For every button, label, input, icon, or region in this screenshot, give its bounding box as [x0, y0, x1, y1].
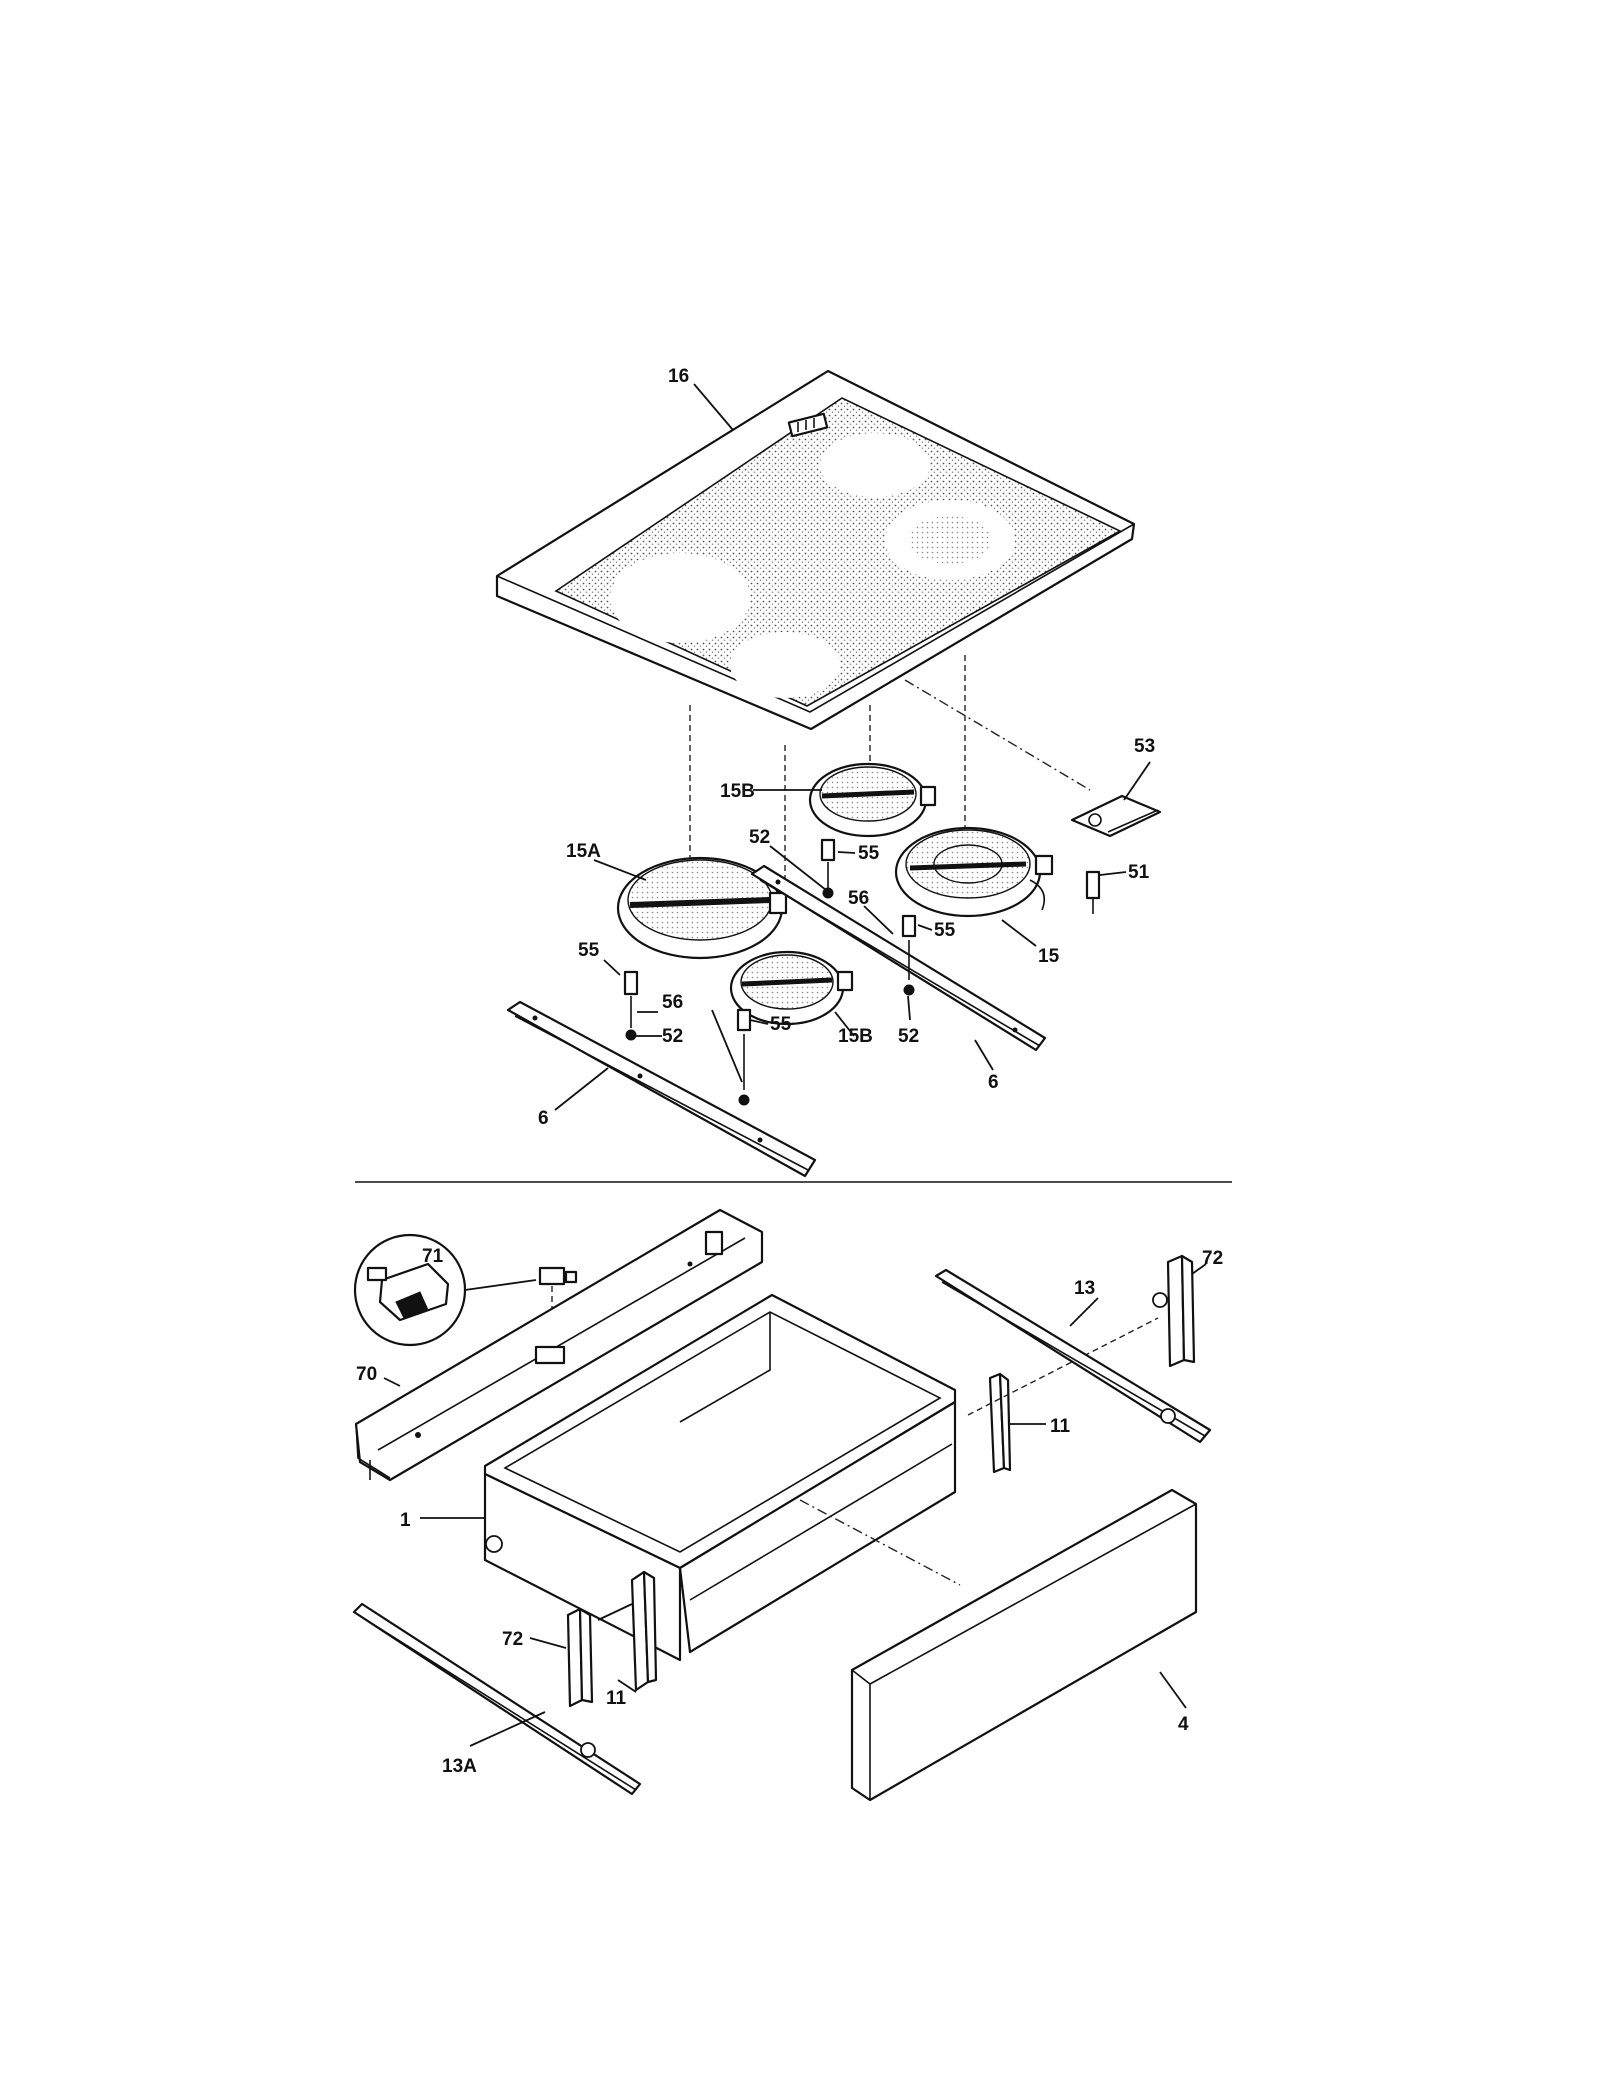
- callout-4: 4: [1178, 1714, 1189, 1735]
- slide-bracket-72-left: [566, 1607, 594, 1708]
- callout-13A: 13A: [442, 1756, 477, 1777]
- element-bracket-6-right: [750, 864, 1047, 1052]
- callout-52-right: 52: [898, 1026, 919, 1047]
- callout-11-right: 11: [1050, 1416, 1071, 1437]
- callout-56-left: 56: [662, 992, 683, 1013]
- callout-15B-top: 15B: [720, 781, 755, 802]
- radiant-element-15B-top: [808, 762, 937, 838]
- detail-inset-71: [353, 1233, 537, 1347]
- callout-15: 15: [1038, 946, 1060, 967]
- drawer-slide-13: [934, 1268, 1212, 1444]
- switch-bracket-53: [1070, 794, 1162, 838]
- callout-52-left: 52: [662, 1026, 683, 1047]
- callout-52-top: 52: [749, 827, 770, 848]
- slide-bracket-11-left: [597, 1570, 658, 1692]
- drawer-panel-4: [850, 1488, 1198, 1802]
- callout-16: 16: [668, 366, 689, 387]
- callout-55-left: 55: [578, 940, 600, 961]
- callout-55-mid: 55: [934, 920, 956, 941]
- cooktop-glass-16: [495, 369, 1136, 731]
- callout-1: 1: [400, 1510, 411, 1531]
- leader-lines: [383, 383, 1207, 1747]
- callout-72-left: 72: [502, 1629, 523, 1650]
- callout-55-top: 55: [858, 843, 880, 864]
- callout-71: 71: [422, 1246, 444, 1267]
- slide-bracket-72-right: [1152, 1254, 1196, 1368]
- radiant-element-15: [894, 826, 1054, 918]
- callout-15A: 15A: [566, 841, 601, 862]
- callout-15B-bottom: 15B: [838, 1026, 873, 1047]
- radiant-element-15A: [616, 856, 788, 960]
- callout-53: 53: [1134, 736, 1155, 757]
- callout-55-bottom: 55: [770, 1014, 792, 1035]
- drawer-slide-13A: [352, 1602, 642, 1796]
- callout-6-left: 6: [538, 1108, 549, 1129]
- callout-56-mid: 56: [848, 888, 869, 909]
- callout-72-right: 72: [1202, 1248, 1223, 1269]
- drawer-rail-70: [354, 1208, 764, 1482]
- callout-70: 70: [356, 1364, 377, 1385]
- callout-labels: 16 53 15B 52 55 15A 56 55 15 51 55 56 52…: [356, 366, 1223, 1777]
- callout-11-left: 11: [606, 1688, 627, 1709]
- drawer-box-1: [483, 1293, 961, 1662]
- element-bracket-6-left: [506, 1000, 817, 1178]
- indicator-light-51: [1085, 870, 1101, 914]
- callout-51: 51: [1128, 862, 1150, 883]
- spacers-screws-nuts: [623, 838, 917, 1106]
- slide-bracket-11-right: [967, 1317, 1159, 1474]
- callout-13: 13: [1074, 1278, 1095, 1299]
- callout-6-right: 6: [988, 1072, 999, 1093]
- radiant-element-15B-bottom: [729, 950, 854, 1026]
